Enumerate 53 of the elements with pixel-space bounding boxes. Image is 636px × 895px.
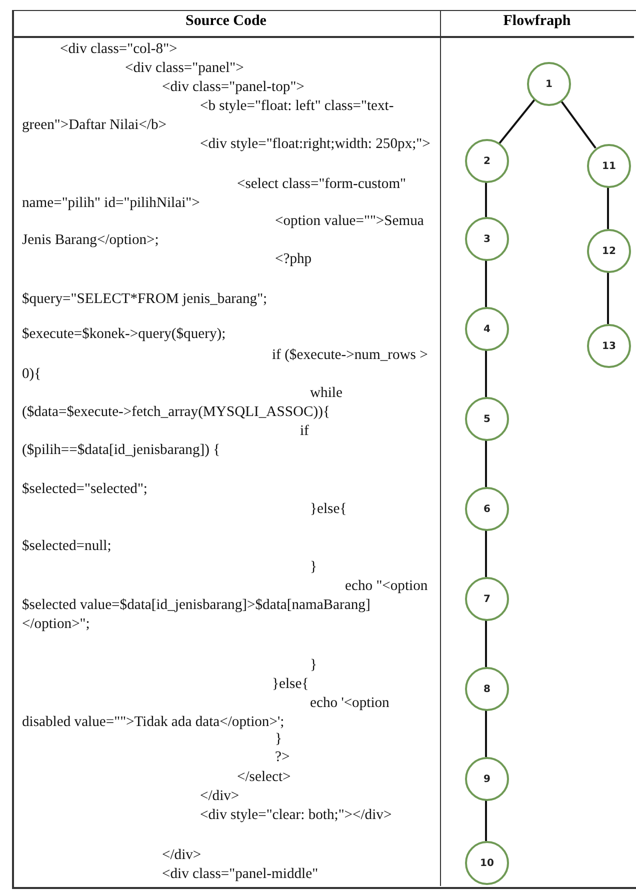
connector-line — [485, 529, 487, 577]
node-circle: 9 — [465, 757, 509, 801]
code-line: $selected="selected"; — [22, 480, 148, 499]
code-line: </div> — [199, 787, 240, 806]
code-line: $selected=null; — [22, 537, 112, 556]
node-circle: 1 — [527, 62, 571, 106]
code-line: if ($pilih==$data[id_jenisbarang]) { — [22, 422, 310, 460]
code-line: }else{ — [271, 675, 310, 694]
code-line: <option value="">Semua Jenis Barang</option>; — [22, 212, 425, 250]
connector-line — [498, 98, 536, 144]
code-line: $execute=$konek->query($query); — [22, 325, 227, 344]
node-circle: 11 — [587, 144, 631, 188]
code-line: <select class="form-custom" name="pilih" id="pilihNilai"> — [22, 175, 407, 213]
column-header: Flowfraph — [502, 13, 572, 30]
connector-line — [485, 349, 487, 397]
code-line: echo '<option disabled value="">Tidak ada data</option>'; — [22, 694, 390, 732]
connector-line — [560, 99, 596, 149]
connector-line — [485, 799, 487, 841]
column-header: Source Code — [184, 13, 268, 30]
node-circle: 10 — [465, 841, 509, 885]
connector-line — [485, 439, 487, 487]
node-circle: 12 — [587, 229, 631, 273]
node-circle: 5 — [465, 397, 509, 441]
code-line: $query="SELECT*FROM jenis_barang"; — [22, 290, 268, 309]
connector-line — [485, 619, 487, 667]
code-line: <div style="float:right;width: 250px;"> — [199, 135, 432, 154]
connector-line — [607, 186, 609, 229]
code-line: } — [274, 730, 284, 749]
node-circle: 2 — [465, 139, 509, 183]
code-line: ?> — [274, 748, 291, 767]
connector-line — [485, 181, 487, 217]
connector-line — [485, 709, 487, 757]
node-circle: 6 — [465, 487, 509, 531]
node-circle: 13 — [587, 324, 631, 368]
connector-line — [607, 271, 609, 324]
node-circle: 7 — [465, 577, 509, 621]
code-line: </select> — [236, 768, 292, 787]
code-line: }else{ — [309, 500, 348, 519]
code-line: } — [309, 656, 318, 675]
code-line: <div class="col-8"> — [59, 40, 178, 59]
code-line: <b style="float: left" class="text-green">Daftar Nilai</b> — [22, 97, 395, 135]
code-line: } — [309, 558, 318, 577]
code-line: </div> — [161, 846, 202, 865]
code-line: <div style="clear: both;"></div> — [199, 806, 393, 825]
node-circle: 4 — [465, 307, 509, 351]
connector-line — [485, 259, 487, 307]
node-circle: 3 — [465, 217, 509, 261]
code-line: <?php — [274, 250, 313, 269]
code-line: <div class="panel-top"> — [161, 78, 306, 97]
node-circle: 8 — [465, 667, 509, 711]
code-line: echo "<option $selected value=$data[id_jenisbarang]>$data[namaBarang]</option>"; — [22, 577, 429, 634]
code-line: <div class="panel"> — [124, 59, 245, 78]
code-line: <div class="panel-middle" — [161, 865, 320, 884]
